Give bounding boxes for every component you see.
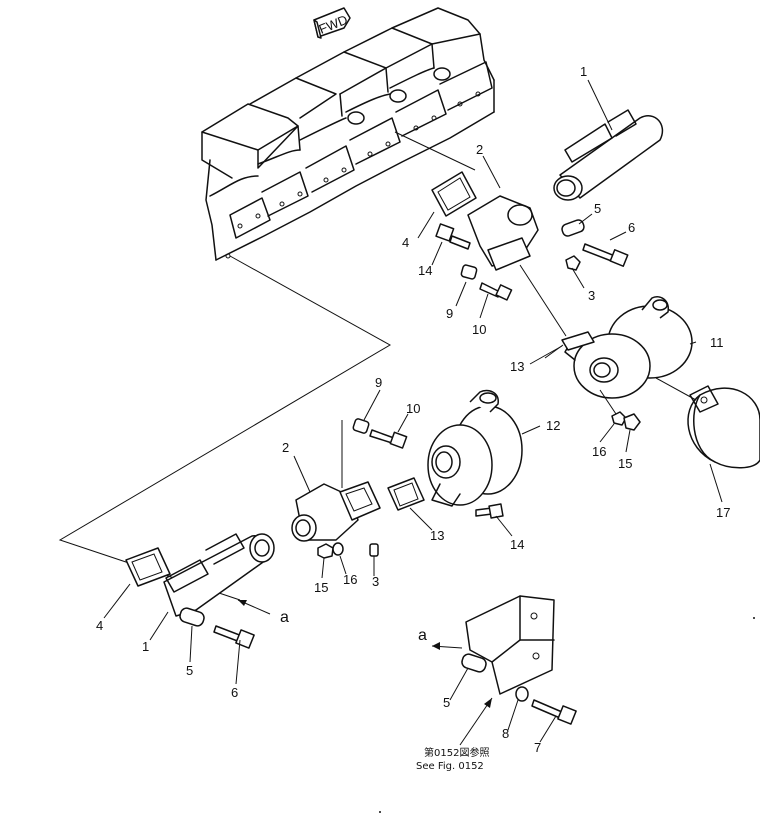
label-6-lower: 6 — [231, 685, 238, 700]
label-2-upper: 2 — [476, 142, 483, 157]
see-fig-en: See Fig. 0152 — [416, 761, 484, 772]
label-5-lower: 5 — [186, 663, 193, 678]
label-a-right: a — [418, 627, 427, 644]
stud-5-bracket — [461, 653, 487, 673]
bolt-10-lower — [369, 429, 408, 449]
label-14-lower: 14 — [510, 537, 524, 552]
label-1-lower: 1 — [142, 639, 149, 654]
label-16-upper: 16 — [592, 444, 606, 459]
label-4-upper: 4 — [402, 235, 409, 250]
stud-5-lower — [179, 607, 205, 627]
bolt-14-lower — [475, 503, 504, 519]
label-11: 11 — [710, 335, 724, 350]
turbocharger-upper — [564, 296, 693, 399]
label-2-lower: 2 — [282, 440, 289, 455]
see-fig-jp: 第0152図参照 — [424, 746, 489, 759]
label-8: 8 — [502, 726, 509, 741]
label-17: 17 — [716, 505, 730, 520]
label-1-upper: 1 — [580, 64, 587, 79]
bolt-7 — [531, 699, 577, 725]
bolt-6-upper — [582, 243, 629, 267]
label-10-upper: 10 — [472, 322, 486, 337]
label-13-upper: 13 — [510, 359, 524, 374]
gasket-13-lower — [387, 477, 425, 511]
gasket-13-upper — [561, 331, 595, 351]
label-9-upper: 9 — [446, 306, 453, 321]
gasket-4-lower — [125, 547, 171, 587]
engine-block — [201, 7, 495, 261]
stud-9-lower — [352, 418, 370, 434]
nut-3-upper — [565, 255, 581, 271]
nut-3-lower — [369, 543, 379, 557]
nut-15-upper — [623, 413, 641, 431]
label-15-lower: 15 — [314, 580, 328, 595]
washer-16-lower — [332, 542, 344, 556]
label-13-lower: 13 — [430, 528, 444, 543]
heat-shield — [687, 385, 760, 469]
label-10-lower: 10 — [406, 401, 420, 416]
bolt-14-upper — [435, 223, 471, 250]
exhaust-manifold-upper — [553, 109, 664, 201]
bolt-6-lower — [213, 625, 255, 649]
label-3-lower: 3 — [372, 574, 379, 589]
fwd-arrow-icon: FWD — [313, 7, 351, 39]
leader-lines — [103, 79, 723, 743]
label-5-upper: 5 — [594, 201, 601, 216]
bracket — [465, 595, 555, 695]
washer-8 — [515, 686, 529, 702]
part-labels: 1 2 5 6 4 14 3 9 10 11 13 9 10 12 16 15 … — [96, 64, 730, 755]
exhaust-elbow-lower — [291, 481, 381, 542]
gasket-upper — [431, 171, 477, 217]
label-15-upper: 15 — [618, 456, 632, 471]
nut-15-lower — [317, 543, 334, 559]
label-16-lower: 16 — [343, 572, 357, 587]
label-4-lower: 4 — [96, 618, 103, 633]
fwd-label: FWD — [317, 12, 350, 37]
turbocharger-lower — [427, 389, 523, 507]
exhaust-elbow-upper — [467, 195, 539, 271]
label-3-upper: 3 — [588, 288, 595, 303]
label-6-upper: 6 — [628, 220, 635, 235]
exhaust-manifold-lower — [163, 533, 275, 617]
label-5-bracket: 5 — [443, 695, 450, 710]
stud-upper — [561, 219, 585, 237]
label-9-lower: 9 — [375, 375, 382, 390]
label-7: 7 — [534, 740, 541, 755]
label-12: 12 — [546, 418, 560, 433]
bolt-10-upper — [479, 282, 513, 301]
label-a-left: a — [280, 609, 289, 626]
label-14-upper: 14 — [418, 263, 432, 278]
stud-9-upper — [460, 264, 478, 280]
